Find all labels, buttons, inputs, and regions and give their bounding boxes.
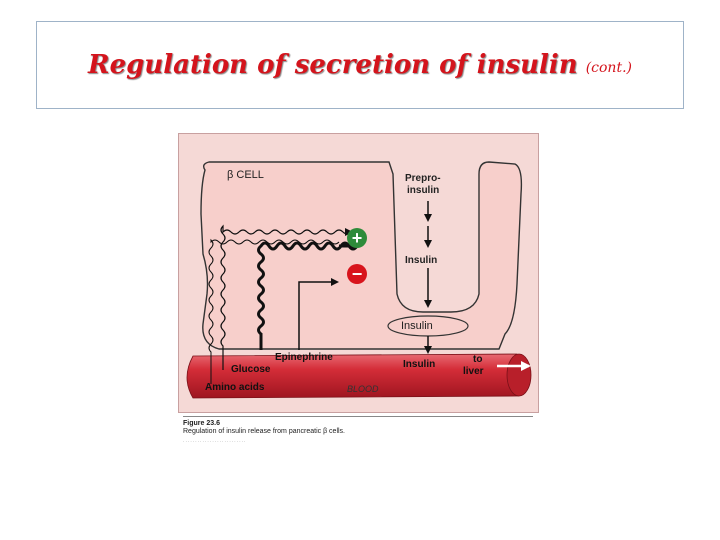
figure-caption: Figure 23.6 Regulation of insulin releas…: [183, 416, 533, 445]
to-liver-label-1: to: [473, 354, 482, 365]
epinephrine-label: Epinephrine: [275, 352, 333, 363]
slide-subtitle: (cont.): [585, 60, 632, 76]
caption-figure-label: Figure 23.6: [183, 420, 220, 427]
preproinsulin-label-1: Prepro-: [405, 173, 441, 184]
glucose-signal-line: [220, 224, 353, 370]
beta-cell-label: β CELL: [227, 169, 264, 181]
insulin-granule-label: Insulin: [401, 320, 433, 332]
epinephrine-signal-line: [298, 278, 339, 350]
insulin-blood-label: Insulin: [403, 359, 435, 370]
caption-rule: [183, 416, 533, 417]
minus-circle: [347, 264, 367, 284]
preproinsulin-label-2: insulin: [407, 185, 439, 196]
vessel-end: [506, 353, 532, 397]
caption-text: Regulation of insulin release from pancr…: [183, 428, 345, 435]
beta-cell-outline: [200, 161, 523, 350]
plus-sign: +: [352, 228, 363, 248]
glucose-label: Glucose: [231, 364, 271, 375]
insulin-mid-label: Insulin: [405, 255, 437, 266]
insulin-regulation-figure: + − β CELL Prepro- insulin Insulin Insul…: [178, 133, 539, 413]
caption-copyright-line: · · · · · · · · · · · · · · · · · · · · …: [183, 439, 246, 444]
slide-title: Regulation of secretion of insulin: [87, 50, 578, 80]
amino-acids-label: Amino acids: [205, 382, 265, 393]
thick-signal-line: [257, 241, 360, 350]
title-box: Regulation of secretion of insulin (cont…: [36, 21, 684, 109]
plus-circle: [347, 228, 367, 248]
to-liver-label-2: liver: [463, 366, 484, 377]
diagram-svg: + − β CELL Prepro- insulin Insulin Insul…: [186, 161, 532, 399]
minus-sign: −: [352, 264, 363, 284]
blood-label: BLOOD: [347, 384, 379, 394]
